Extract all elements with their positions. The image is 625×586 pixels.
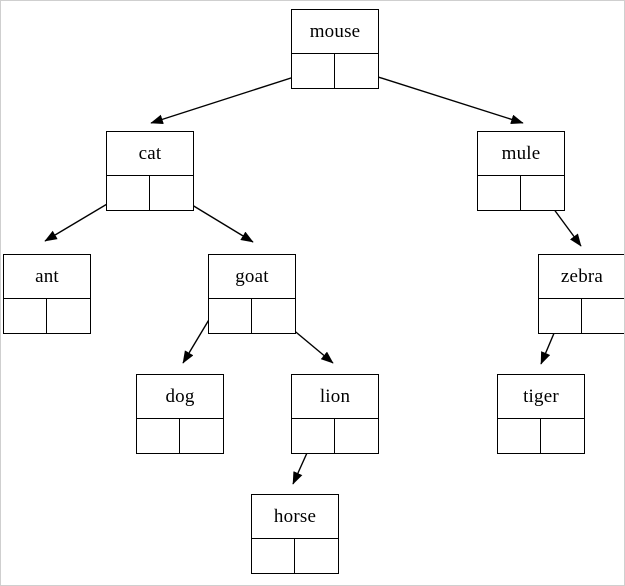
node-right-pointer-mouse[interactable]: [335, 54, 378, 88]
node-pointer-cells-horse: [252, 539, 338, 573]
node-label-lion: lion: [292, 375, 378, 419]
node-label-zebra: zebra: [539, 255, 624, 299]
node-right-pointer-zebra[interactable]: [582, 299, 624, 333]
node-right-pointer-lion[interactable]: [335, 419, 378, 453]
tree-node-mule[interactable]: mule: [477, 131, 565, 211]
tree-node-tiger[interactable]: tiger: [497, 374, 585, 454]
node-label-ant: ant: [4, 255, 90, 299]
node-left-pointer-tiger[interactable]: [498, 419, 541, 453]
node-left-pointer-mule[interactable]: [478, 176, 521, 210]
node-label-horse: horse: [252, 495, 338, 539]
tree-node-cat[interactable]: cat: [106, 131, 194, 211]
node-pointer-cells-cat: [107, 176, 193, 210]
node-right-pointer-mule[interactable]: [521, 176, 564, 210]
node-right-pointer-cat[interactable]: [150, 176, 193, 210]
tree-node-zebra[interactable]: zebra: [538, 254, 624, 334]
node-label-tiger: tiger: [498, 375, 584, 419]
node-right-pointer-goat[interactable]: [252, 299, 295, 333]
node-pointer-cells-tiger: [498, 419, 584, 453]
node-label-mouse: mouse: [292, 10, 378, 54]
node-left-pointer-cat[interactable]: [107, 176, 150, 210]
tree-node-horse[interactable]: horse: [251, 494, 339, 574]
node-label-goat: goat: [209, 255, 295, 299]
node-left-pointer-lion[interactable]: [292, 419, 335, 453]
node-left-pointer-dog[interactable]: [137, 419, 180, 453]
node-pointer-cells-ant: [4, 299, 90, 333]
node-left-pointer-horse[interactable]: [252, 539, 295, 573]
node-pointer-cells-dog: [137, 419, 223, 453]
node-pointer-cells-mouse: [292, 54, 378, 88]
node-left-pointer-zebra[interactable]: [539, 299, 582, 333]
node-pointer-cells-zebra: [539, 299, 624, 333]
node-label-dog: dog: [137, 375, 223, 419]
node-label-cat: cat: [107, 132, 193, 176]
node-right-pointer-dog[interactable]: [180, 419, 223, 453]
tree-node-dog[interactable]: dog: [136, 374, 224, 454]
node-left-pointer-goat[interactable]: [209, 299, 252, 333]
node-right-pointer-tiger[interactable]: [541, 419, 584, 453]
node-pointer-cells-goat: [209, 299, 295, 333]
tree-node-goat[interactable]: goat: [208, 254, 296, 334]
tree-node-lion[interactable]: lion: [291, 374, 379, 454]
node-pointer-cells-lion: [292, 419, 378, 453]
node-label-mule: mule: [478, 132, 564, 176]
tree-node-mouse[interactable]: mouse: [291, 9, 379, 89]
tree-node-ant[interactable]: ant: [3, 254, 91, 334]
node-left-pointer-ant[interactable]: [4, 299, 47, 333]
node-right-pointer-horse[interactable]: [295, 539, 338, 573]
node-pointer-cells-mule: [478, 176, 564, 210]
node-left-pointer-mouse[interactable]: [292, 54, 335, 88]
node-right-pointer-ant[interactable]: [47, 299, 90, 333]
